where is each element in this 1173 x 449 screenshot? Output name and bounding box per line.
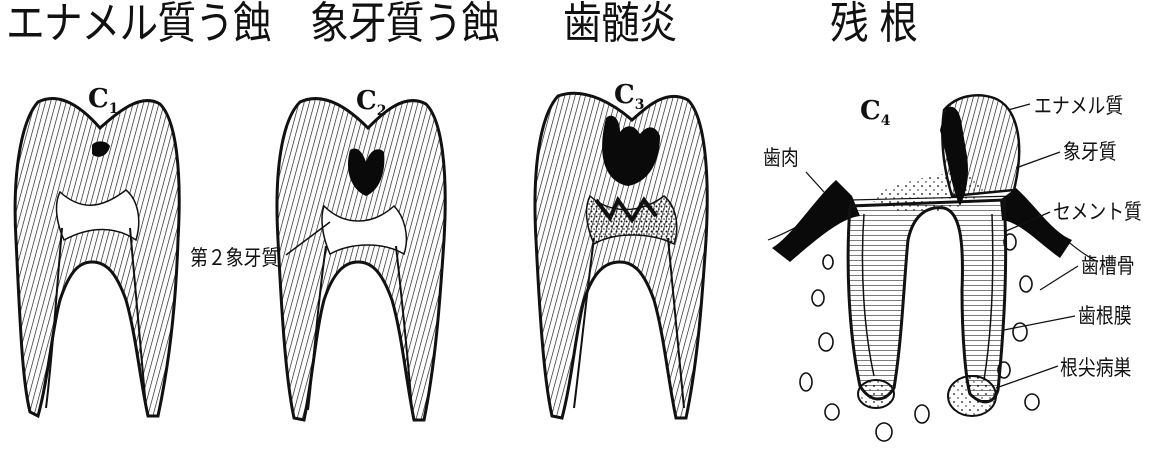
tooth-c3 (535, 93, 707, 418)
periapical-lesion-right (948, 376, 996, 416)
periapical-lesion-left (858, 380, 894, 408)
tooth-c4 (768, 95, 1098, 441)
residual-roots (848, 200, 1005, 402)
tooth-c1 (15, 99, 179, 416)
tooth-c2 (277, 99, 445, 420)
